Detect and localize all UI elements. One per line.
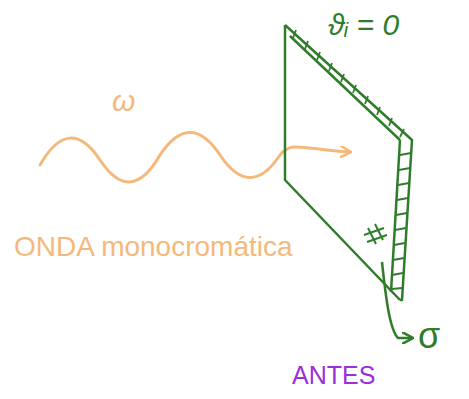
wave-caption: ONDA monocromática: [14, 232, 293, 263]
symbol-label: σ: [418, 316, 440, 356]
angle-label: ϑᵢ = 0: [328, 8, 399, 41]
wave-symbol: ω: [112, 84, 135, 117]
leader-arrow: [382, 262, 412, 338]
plate: [285, 25, 412, 300]
wave-arrow: [40, 133, 350, 182]
state-label: ANTES: [292, 362, 375, 390]
hatch-mark: [364, 224, 387, 244]
